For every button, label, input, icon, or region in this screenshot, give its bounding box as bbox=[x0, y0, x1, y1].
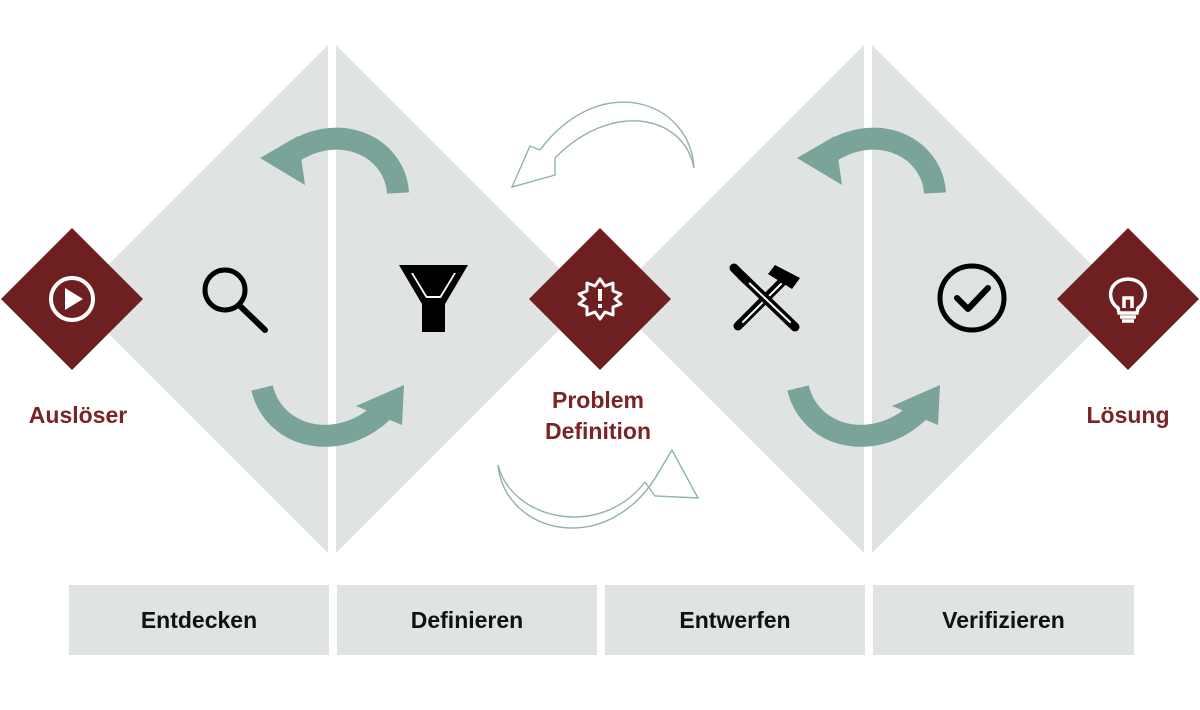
iteration-arrow-bottom bbox=[497, 448, 700, 529]
check-circle-icon bbox=[937, 263, 1007, 333]
arrow-bottom-right bbox=[787, 384, 940, 447]
phase-define: Definieren bbox=[337, 585, 597, 655]
arrow-bottom-left bbox=[251, 384, 404, 447]
filter-icon bbox=[399, 265, 468, 332]
play-icon bbox=[49, 276, 95, 322]
label-problem-definition: Problem Definition bbox=[500, 385, 696, 447]
search-icon bbox=[202, 267, 268, 333]
arrow-top-right bbox=[797, 127, 946, 195]
label-problem-line2: Definition bbox=[544, 418, 652, 444]
divider-right bbox=[864, 30, 872, 570]
label-problem-line1: Problem bbox=[551, 387, 645, 413]
divider-left bbox=[328, 30, 336, 570]
label-end: Lösung bbox=[1086, 402, 1170, 428]
phase-discover: Entdecken bbox=[69, 585, 329, 655]
phase-verify: Verifizieren bbox=[873, 585, 1134, 655]
arrow-top-left bbox=[260, 127, 409, 195]
lightbulb-icon bbox=[1108, 277, 1148, 323]
phase-develop: Entwerfen bbox=[605, 585, 865, 655]
iteration-arrow-top bbox=[510, 101, 695, 189]
label-start: Auslöser bbox=[28, 402, 128, 428]
alert-badge-icon bbox=[577, 277, 623, 321]
tools-icon bbox=[729, 263, 800, 332]
